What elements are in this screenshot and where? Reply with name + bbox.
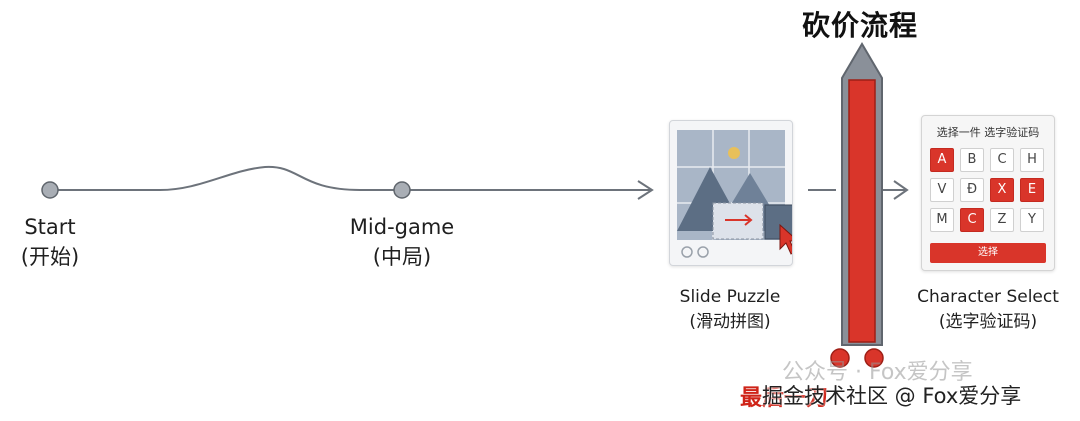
character-cell[interactable]: E	[1020, 178, 1044, 202]
sun-icon	[728, 147, 740, 159]
character-cell[interactable]: C	[990, 148, 1014, 172]
character-select-label-group: Character Select (选字验证码)	[898, 285, 1078, 335]
mid-label: Mid-game	[349, 215, 455, 239]
arrow-head-puzzle	[637, 180, 654, 200]
character-cell[interactable]: V	[930, 178, 954, 202]
character-cell[interactable]: Y	[1020, 208, 1044, 232]
mid-label-group: Mid-game (中局)	[332, 212, 472, 272]
character-cell[interactable]: M	[930, 208, 954, 232]
character-cell[interactable]: A	[930, 148, 954, 172]
slide-puzzle-label-group: Slide Puzzle (滑动拼图)	[650, 285, 810, 335]
character-select-sublabel: (选字验证码)	[938, 312, 1038, 332]
bargain-bar	[830, 42, 884, 368]
watermark-wechat: 公众号 · Fox爱分享	[782, 360, 973, 385]
start-label: Start	[24, 215, 76, 239]
diagram-title: 砍价流程	[801, 9, 918, 42]
character-cell[interactable]: H	[1020, 148, 1044, 172]
mid-sublabel: (中局)	[372, 245, 432, 269]
watermark-juejin: 掘金技术社区 @ Fox爱分享	[762, 384, 1022, 408]
character-cell[interactable]: B	[960, 148, 984, 172]
start-node	[41, 181, 59, 199]
character-select-header: 选择一件 选字验证码	[936, 126, 1040, 139]
slide-puzzle-illustration	[677, 130, 802, 258]
mid-node	[393, 181, 411, 199]
character-cell[interactable]: Đ	[960, 178, 984, 202]
slide-puzzle-card	[669, 120, 802, 266]
slide-puzzle-label: Slide Puzzle	[679, 287, 781, 307]
start-sublabel: (开始)	[20, 245, 80, 269]
start-label-group: Start (开始)	[0, 212, 100, 272]
character-cell[interactable]: C	[960, 208, 984, 232]
arrow-head-select	[893, 180, 909, 200]
character-cell[interactable]: X	[990, 178, 1014, 202]
refresh-icon	[681, 246, 709, 258]
slide-puzzle-sublabel: (滑动拼图)	[689, 312, 771, 332]
watermark-red-caption: 最后一刀	[740, 386, 829, 411]
character-select-button[interactable]: 选择	[930, 243, 1046, 263]
character-cell[interactable]: Z	[990, 208, 1014, 232]
flow-line-start-mid	[50, 165, 402, 191]
character-select-label: Character Select	[917, 287, 1059, 307]
